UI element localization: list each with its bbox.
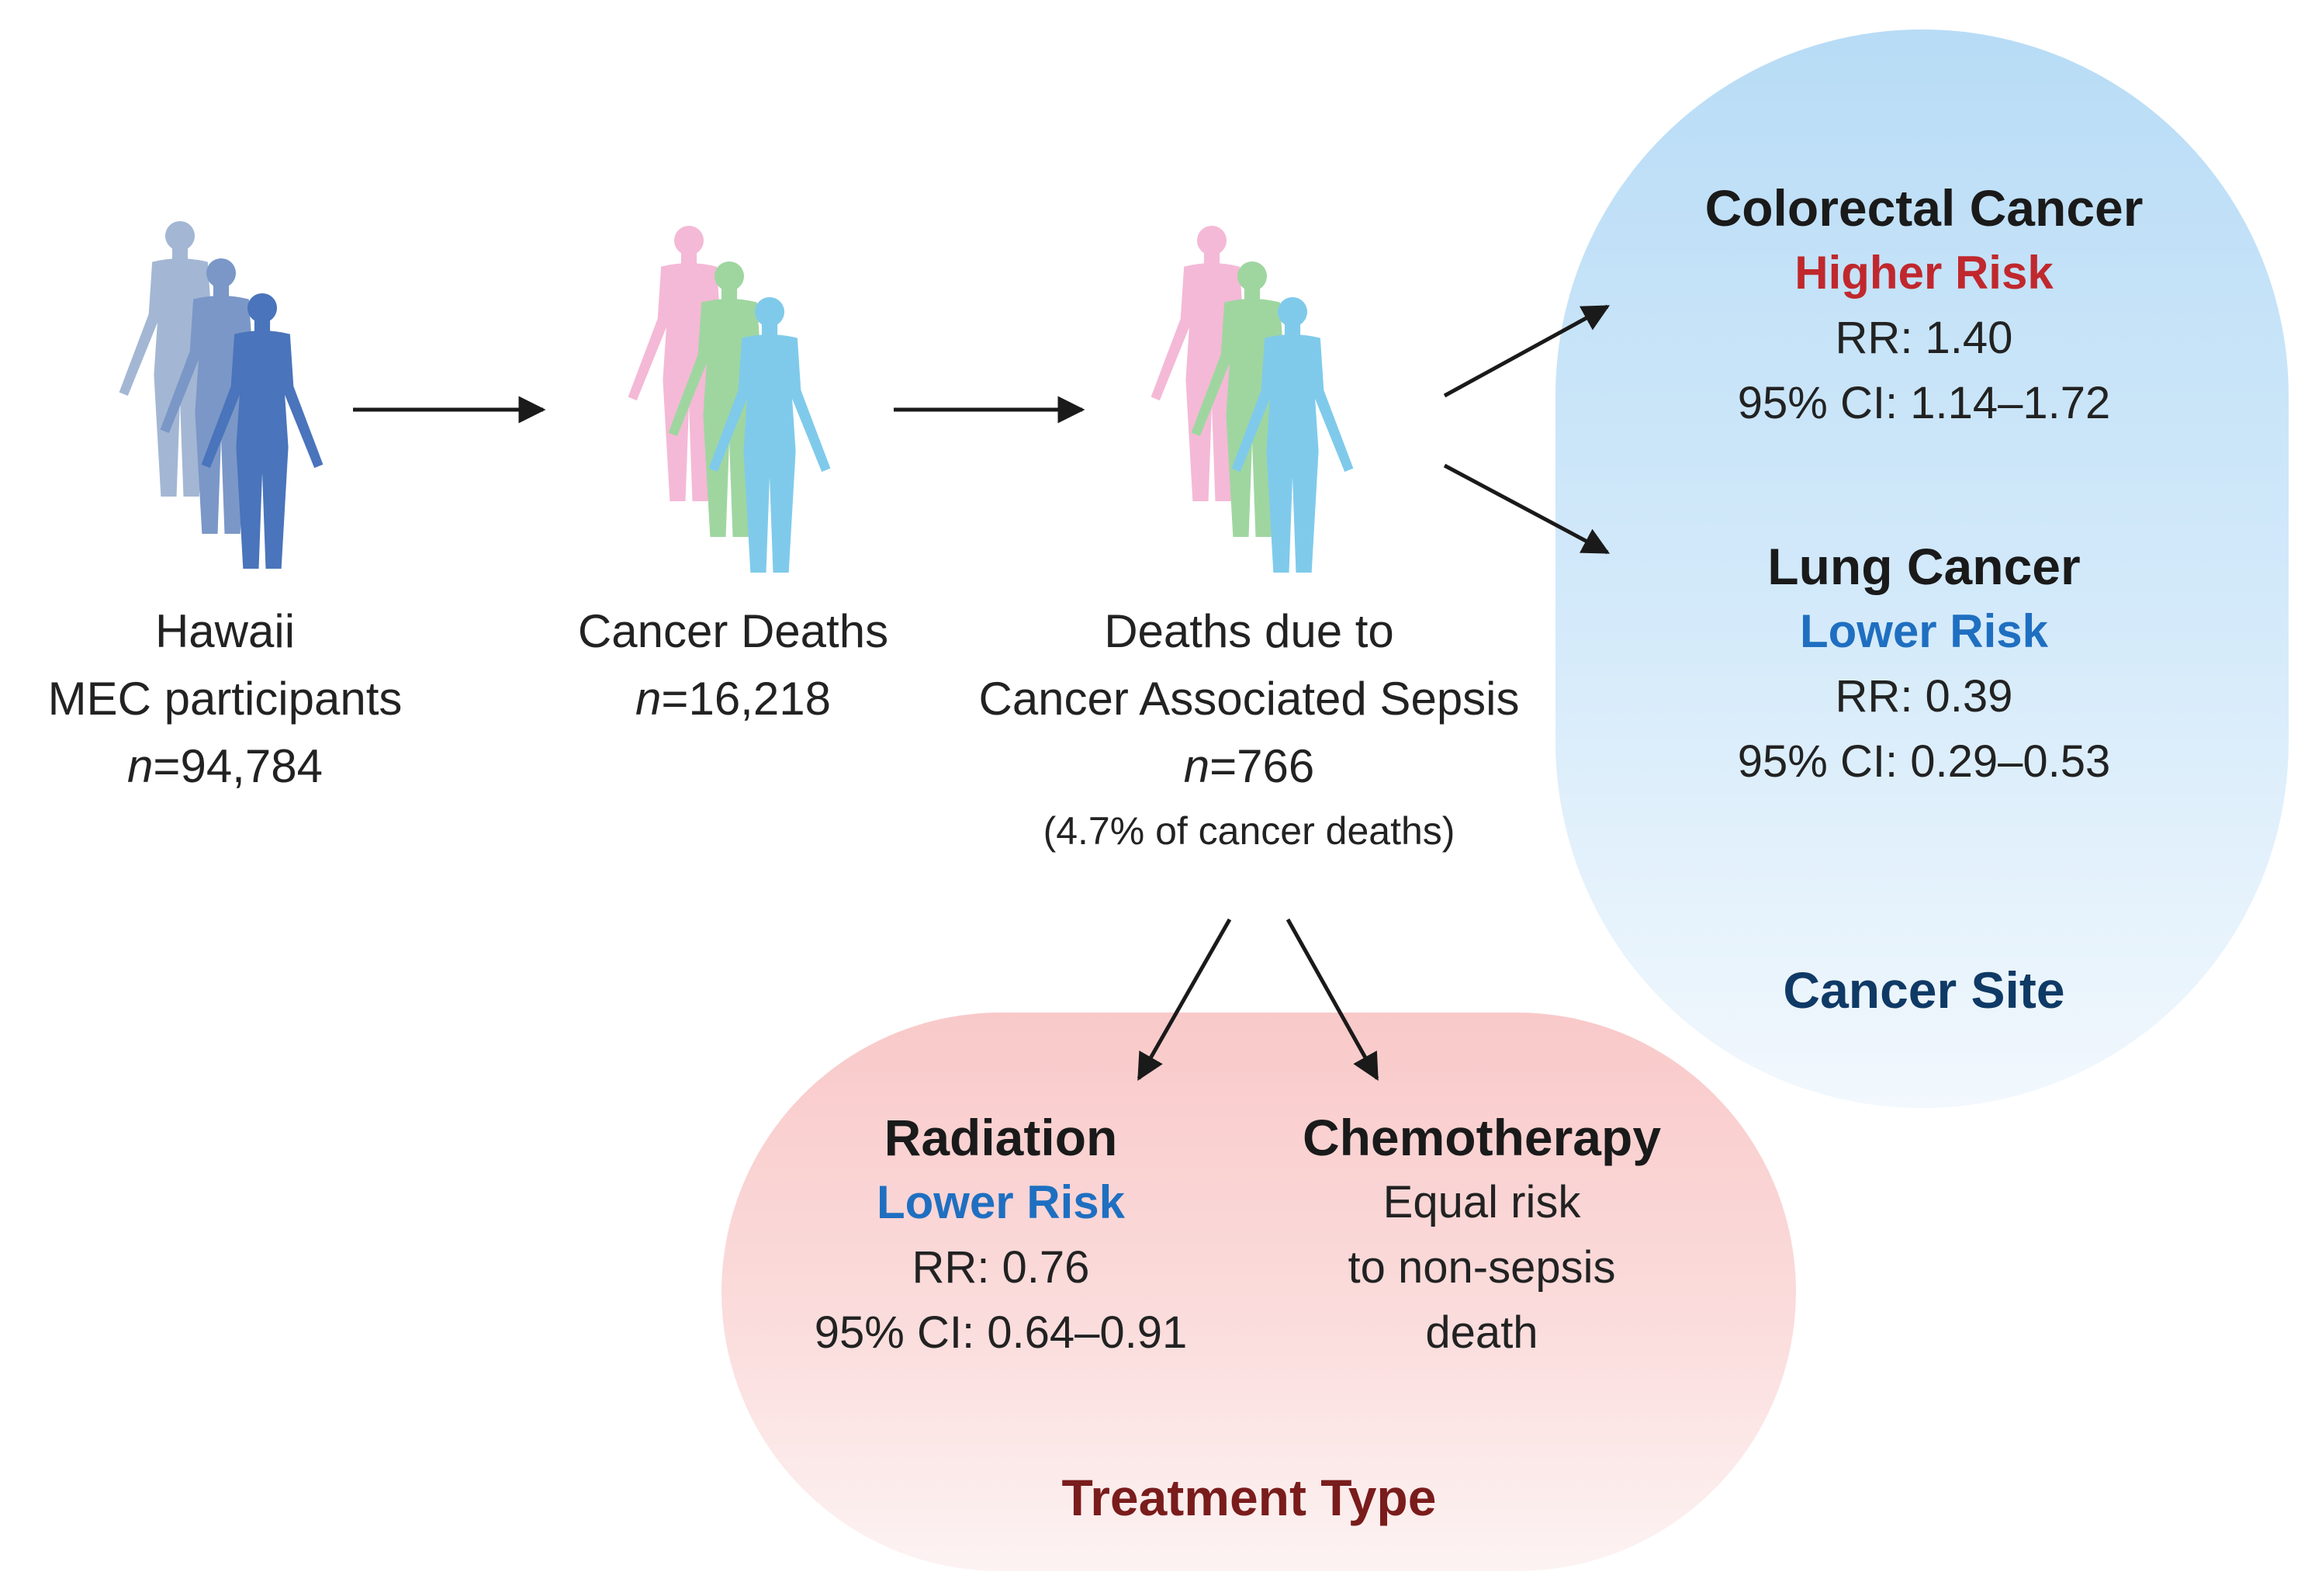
lung-outcome: Lung Cancer Lower Risk RR: 0.39 95% CI: … bbox=[1614, 534, 2234, 795]
cancer-site-label: Cancer Site bbox=[1783, 961, 2065, 1019]
stage-title-line: Deaths due to bbox=[1104, 605, 1394, 657]
confidence-interval: 95% CI: 1.14–1.72 bbox=[1737, 378, 2111, 428]
relative-risk: RR: 1.40 bbox=[1835, 313, 2013, 363]
treatment-type-label: Treatment Type bbox=[1061, 1469, 1437, 1526]
arrow-to-colorectal bbox=[1443, 304, 1611, 398]
stage-sepsis-deaths: Deaths due to Cancer Associated Sepsis n… bbox=[939, 597, 1559, 862]
stage-title-line: Cancer Associated Sepsis bbox=[978, 673, 1520, 725]
stage-count: n=16,218 bbox=[635, 673, 831, 725]
outcome-detail-line: Equal risk bbox=[1382, 1177, 1581, 1227]
radiation-outcome: Radiation Lower Risk RR: 0.76 95% CI: 0.… bbox=[776, 1105, 1226, 1366]
colorectal-outcome: Colorectal Cancer Higher Risk RR: 1.40 9… bbox=[1614, 175, 2234, 436]
stage-note: (4.7% of cancer deaths) bbox=[1043, 809, 1455, 853]
relative-risk: RR: 0.39 bbox=[1835, 671, 2013, 722]
outcome-title: Colorectal Cancer bbox=[1704, 179, 2144, 237]
confidence-interval: 95% CI: 0.29–0.53 bbox=[1737, 736, 2111, 787]
chemotherapy-outcome: Chemotherapy Equal risk to non-sepsis de… bbox=[1241, 1105, 1722, 1366]
outcome-title: Radiation bbox=[884, 1109, 1118, 1166]
arrow-to-radiation bbox=[1137, 918, 1232, 1082]
risk-badge: Lower Risk bbox=[876, 1176, 1126, 1228]
stage-title-line: MEC participants bbox=[47, 673, 403, 725]
stage-title-line: Hawaii bbox=[154, 605, 296, 657]
arrow-to-lung bbox=[1443, 463, 1611, 555]
outcome-title: Chemotherapy bbox=[1302, 1109, 1662, 1166]
outcome-title: Lung Cancer bbox=[1767, 538, 2081, 595]
treatment-type-panel bbox=[721, 1013, 1796, 1571]
stage-title-line: Cancer Deaths bbox=[577, 605, 889, 657]
relative-risk: RR: 0.76 bbox=[912, 1242, 1090, 1293]
risk-badge: Lower Risk bbox=[1799, 605, 2049, 657]
stage-count: n=766 bbox=[1183, 740, 1315, 792]
confidence-interval: 95% CI: 0.64–0.91 bbox=[814, 1307, 1188, 1358]
outcome-detail-line: to non-sepsis bbox=[1348, 1242, 1616, 1293]
stage-count: n=94,784 bbox=[127, 740, 323, 792]
arrow-to-chemotherapy bbox=[1286, 918, 1379, 1082]
risk-badge: Higher Risk bbox=[1794, 247, 2054, 299]
cancer-site-panel bbox=[1555, 29, 2289, 1108]
stage-participants: Hawaii MEC participants n=94,784 bbox=[8, 597, 442, 800]
stage-cancer-deaths: Cancer Deaths n=16,218 bbox=[535, 597, 931, 732]
outcome-detail-line: death bbox=[1425, 1307, 1538, 1358]
